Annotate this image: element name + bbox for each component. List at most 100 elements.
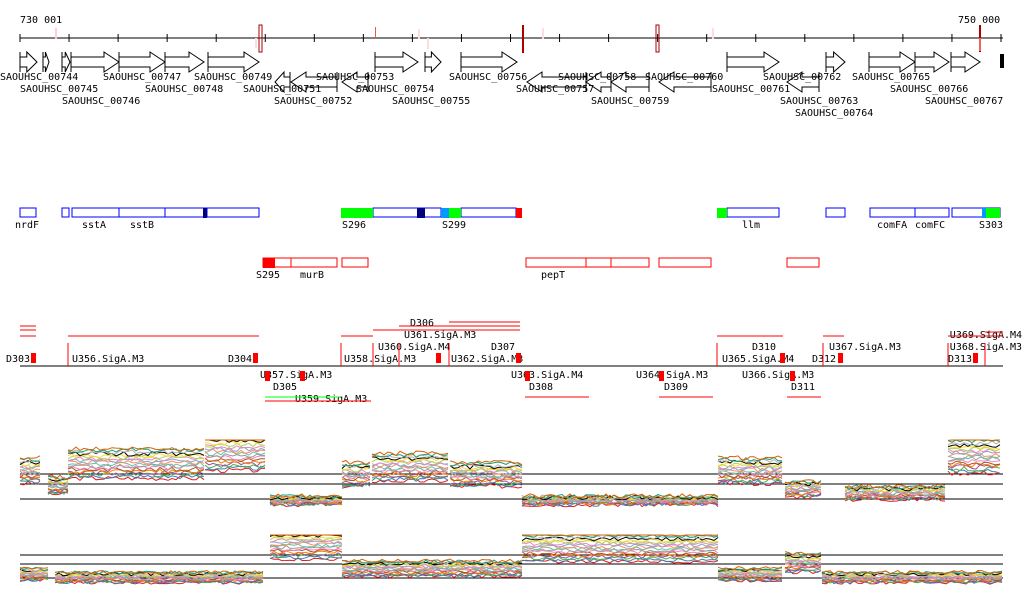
regulatory-feature-label[interactable]: U357.SigA.M3 [260, 370, 332, 381]
gene-label[interactable]: SAOUHSC_00761 [712, 84, 790, 95]
gene-arrow[interactable] [825, 50, 846, 74]
gene-label[interactable]: SAOUHSC_00764 [795, 108, 873, 119]
gene-label[interactable]: SAOUHSC_00760 [645, 72, 723, 83]
gene-label[interactable]: SAOUHSC_00757 [516, 84, 594, 95]
downstream-marker [659, 371, 664, 381]
gene-arrow[interactable] [914, 51, 950, 73]
regulatory-feature-label[interactable]: U362.SigA.M3 [451, 354, 523, 365]
gene-arrow[interactable] [164, 51, 205, 73]
regulatory-feature-label[interactable]: D307 [491, 342, 515, 353]
reverse-segment[interactable] [585, 257, 612, 268]
expression-line [67, 447, 205, 454]
gene-arrow[interactable] [1000, 54, 1004, 68]
gene-arrow[interactable] [207, 51, 260, 73]
gene-label[interactable]: SAOUHSC_00747 [103, 72, 181, 83]
regulatory-feature-label[interactable]: U365.SigA.M4 [722, 354, 794, 365]
gene-arrow[interactable] [19, 50, 38, 74]
forward-segment[interactable] [164, 207, 208, 218]
expression-line [784, 484, 822, 489]
regulatory-feature-label[interactable]: U363.SigA.M4 [511, 370, 583, 381]
gene-label[interactable]: SAOUHSC_00756 [449, 72, 527, 83]
regulatory-feature-label[interactable]: U368.SigA.M3 [950, 342, 1022, 353]
gene-label[interactable]: SAOUHSC_00758 [558, 72, 636, 83]
expression-line [371, 455, 449, 461]
gene-label[interactable]: SAOUHSC_00755 [392, 96, 470, 107]
gene-arrow[interactable] [341, 71, 369, 93]
regulatory-feature-label[interactable]: U356.SigA.M3 [72, 354, 144, 365]
forward-segment[interactable] [19, 207, 37, 218]
gene-arrow[interactable] [786, 71, 820, 93]
regulatory-feature-label[interactable]: U358.SigA.M3 [344, 354, 416, 365]
regulatory-feature-label[interactable]: U366.SigA.M3 [742, 370, 814, 381]
forward-segment[interactable] [869, 207, 916, 218]
gene-arrow[interactable] [726, 51, 780, 73]
forward-segment[interactable] [71, 207, 120, 218]
gene-arrow[interactable] [868, 51, 916, 73]
reverse-segment[interactable] [525, 257, 587, 268]
gene-arrow[interactable] [42, 51, 50, 73]
regulatory-feature-label[interactable]: U359.SigA.M3 [295, 394, 367, 405]
forward-segment[interactable] [460, 207, 517, 218]
regulatory-feature-label[interactable]: D313 [948, 354, 972, 365]
regulatory-feature-label[interactable]: D309 [664, 382, 688, 393]
forward-segment[interactable] [206, 207, 260, 218]
regulatory-feature-label[interactable]: U364.SigA.M3 [636, 370, 708, 381]
gene-label[interactable]: SAOUHSC_00754 [356, 84, 434, 95]
expression-line [521, 500, 719, 506]
reverse-segment[interactable] [290, 257, 338, 268]
regulatory-feature-label[interactable]: D311 [791, 382, 815, 393]
expression-line [19, 480, 41, 485]
gene-arrow[interactable] [658, 71, 712, 93]
regulatory-feature-label[interactable]: D303 [6, 354, 30, 365]
regulatory-feature-label[interactable]: D310 [752, 342, 776, 353]
gene-arrow[interactable] [70, 51, 120, 73]
gene-arrow[interactable] [610, 71, 650, 93]
gene-label[interactable]: SAOUHSC_00746 [62, 96, 140, 107]
gene-arrow[interactable] [61, 51, 71, 73]
gene-label[interactable]: SAOUHSC_00766 [890, 84, 968, 95]
forward-segment[interactable] [726, 207, 780, 218]
segment-marker [449, 208, 461, 218]
gene-arrow[interactable] [460, 51, 518, 73]
expression-line [204, 465, 266, 471]
regulatory-feature-label[interactable]: D312 [812, 354, 836, 365]
forward-segment[interactable] [61, 207, 70, 218]
gene-label[interactable]: SAOUHSC_00767 [925, 96, 1003, 107]
gene-label[interactable]: SAOUHSC_00762 [763, 72, 841, 83]
gene-label[interactable]: SAOUHSC_00763 [780, 96, 858, 107]
gene-label[interactable]: SAOUHSC_00759 [591, 96, 669, 107]
forward-segment[interactable] [118, 207, 166, 218]
expression-line [521, 557, 719, 563]
gene-arrow[interactable] [274, 70, 291, 94]
gene-label[interactable]: SAOUHSC_00752 [274, 96, 352, 107]
regulatory-feature-label[interactable]: U367.SigA.M3 [829, 342, 901, 353]
gene-label[interactable]: SAOUHSC_00748 [145, 84, 223, 95]
gene-arrow[interactable] [290, 71, 338, 93]
gene-label[interactable]: SAOUHSC_00753 [316, 72, 394, 83]
gene-label[interactable]: SAOUHSC_00751 [243, 84, 321, 95]
gene-label[interactable]: SAOUHSC_00744 [0, 72, 78, 83]
gene-arrow[interactable] [374, 51, 419, 73]
regulatory-feature-label[interactable]: D304 [228, 354, 252, 365]
gene-label[interactable]: SAOUHSC_00749 [194, 72, 272, 83]
reverse-segment[interactable] [658, 257, 712, 268]
regulatory-feature-label[interactable]: D308 [529, 382, 553, 393]
regulatory-track: D303 U356.SigA.M3 D304D305U357.SigA.M3U359… [6, 318, 1022, 405]
regulatory-feature-label[interactable]: D305 [273, 382, 297, 393]
forward-segment[interactable] [825, 207, 846, 218]
reverse-segment[interactable] [610, 257, 650, 268]
gene-arrow[interactable] [118, 51, 166, 73]
regulatory-feature-label[interactable]: U361.SigA.M3 [404, 330, 476, 341]
gene-arrow[interactable] [424, 50, 442, 74]
reverse-segment[interactable] [786, 257, 820, 268]
gene-label[interactable]: SAOUHSC_00765 [852, 72, 930, 83]
regulatory-feature-label[interactable]: D306 [410, 318, 434, 329]
forward-segment[interactable] [914, 207, 950, 218]
gene-label[interactable]: SAOUHSC_00745 [20, 84, 98, 95]
expression-line [204, 448, 266, 454]
reverse-segment[interactable] [341, 257, 369, 268]
regulatory-feature-label[interactable]: U360.SigA.M4 [378, 342, 450, 353]
forward-segment[interactable] [372, 207, 442, 218]
gene-arrow[interactable] [950, 51, 981, 73]
reverse-segment-label: murB [300, 270, 324, 281]
